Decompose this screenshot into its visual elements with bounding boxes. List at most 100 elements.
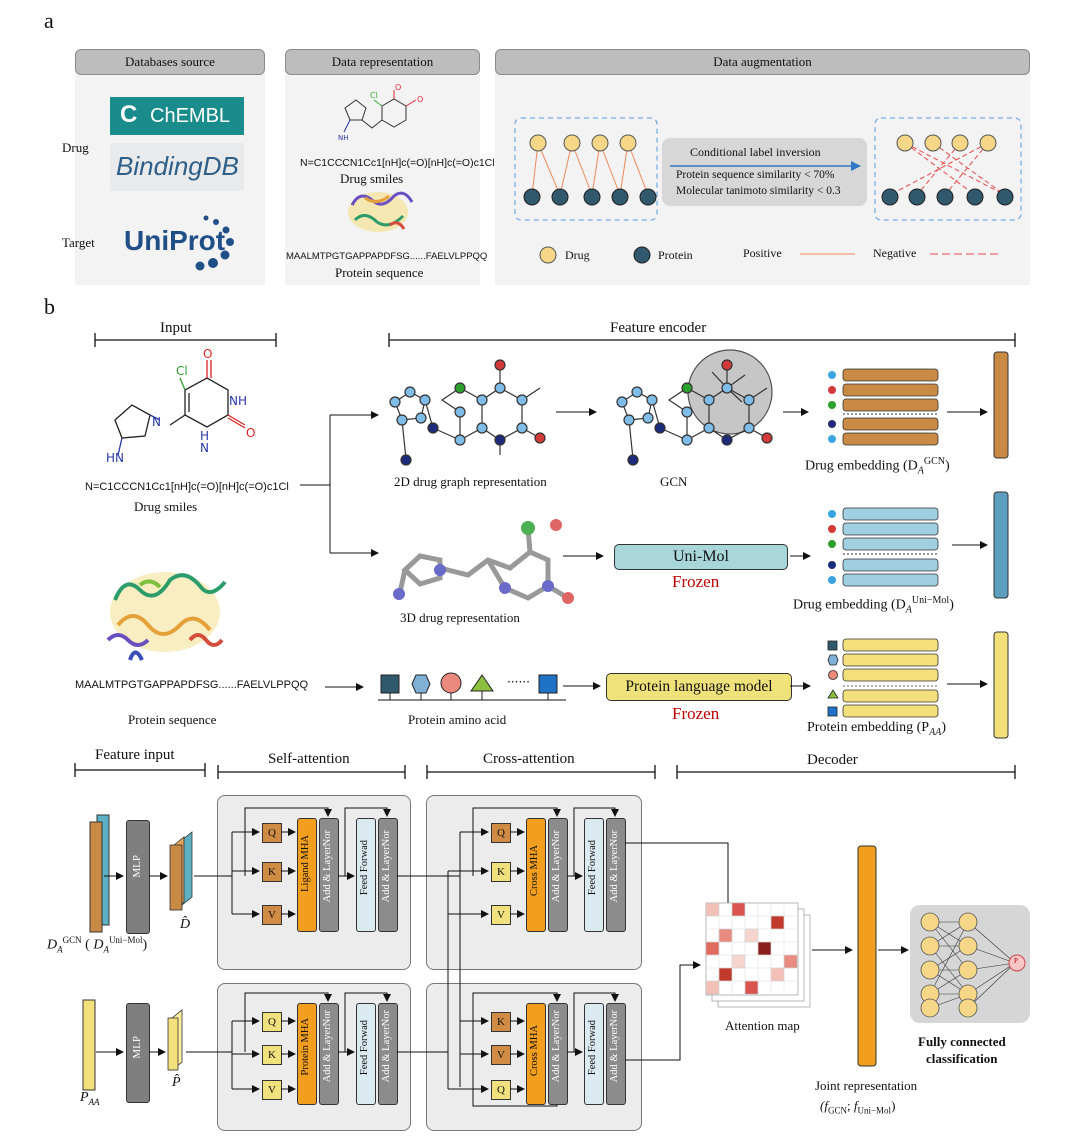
drug-embedding-gcn-sup: GCN [923,456,945,467]
legend-protein: Protein [658,248,693,262]
uniprot-logo: UniProt [124,225,226,256]
output-node [1008,954,1026,972]
inversion-line2: Molecular tanimoto similarity < 0.3 [676,185,841,197]
svg-text:O: O [246,426,255,440]
label-inversion-box: Conditional label inversion Protein sequ… [662,138,867,206]
v-box-cross-drug-text: V [497,909,505,921]
original-pairs-box [514,117,658,221]
k-box-cross-protein-text: K [497,1016,505,1028]
protein-structure-small-icon [348,191,414,232]
feature-input-label: Feature input [95,747,175,763]
protein-seq-b: MAALMTPGTGAPPAPDFSG......FAELVLPPQQ [75,679,309,691]
output-node-label: P [1014,957,1018,965]
protein-embedding-text: Protein embedding (P [807,720,930,735]
svg-text:N: N [152,415,161,429]
drug-embedding-unimol-text: Drug embedding (D [793,597,906,613]
v-box-protein: V [262,1080,282,1100]
svg-text:NH: NH [229,394,247,408]
drug-nodes-left [529,134,637,152]
legend-positive: Positive [743,246,782,260]
protein-structure-large-icon [106,572,227,661]
svg-text:H: H [200,429,209,443]
smiles-string-b: N=C1CCCN1Cc1[nH]c(=O)[nH]c(=O)c1Cl [85,481,289,493]
v-box-protein-text: V [268,1084,276,1096]
feature-encoder-label: Feature encoder [610,320,707,336]
v-box-ligand: V [262,905,282,925]
add-norm-ligand-2 [378,818,398,932]
add-norm-cross-protein-1 [548,1003,568,1105]
add-norm-cross-drug-2 [606,818,626,932]
protein-embedding-icons [827,640,938,717]
drug-input-vector [89,821,103,933]
v-box-cross-protein-text: V [497,1049,505,1061]
q-box-ligand: Q [262,823,282,843]
q-box-protein: Q [262,1012,282,1032]
k-box-cross-drug-text: K [497,866,505,878]
inversion-title: Conditional label inversion [690,145,821,159]
protein-mha [297,1003,317,1105]
k-box-cross-protein: K [491,1012,511,1032]
paa-label-sub: AA [88,1096,100,1107]
ligand-mha [297,818,317,932]
chembl-logo-text: ChEMBL [150,105,231,127]
panel-b-label: b [44,294,55,319]
plm-text: Protein language model [625,678,773,695]
add-norm-protein-2 [378,1003,398,1105]
chembl-logo-icon: C [120,101,138,128]
dhat-block [169,831,193,911]
smiles-string-a: N=C1CCCN1Cc1[nH]c(=O)[nH]c(=O)c1Cl [300,157,495,169]
cross-mha-protein [526,1003,546,1105]
target-label: Target [62,235,95,250]
unimol-embedding-dots [828,510,938,584]
legend-negative: Negative [873,246,917,260]
frozen-label-1: Frozen [672,572,720,591]
svg-text:Cl: Cl [176,364,188,378]
da-label: DAGCN ( DAUni−Mol) [47,935,148,955]
svg-text:HN: HN [106,451,124,465]
protein-nodes-left [523,188,657,206]
unimol-embedding-vector [993,491,1009,599]
joint-rep-label: Joint representation [815,1078,918,1093]
protein-input-vector [82,999,96,1091]
gcn-graph-icon [616,349,773,466]
q-box-cross-protein: Q [491,1080,511,1100]
v-box-ligand-text: V [268,909,276,921]
amino-acid-label: Protein amino acid [408,712,507,727]
paa-label: PAA [80,1090,100,1107]
k-box-ligand: K [262,862,282,882]
svg-text:N: N [200,441,209,455]
input-label: Input [160,320,192,336]
k-box-cross-drug: K [491,862,511,882]
representation-header: Data representation [285,49,480,75]
svg-text:Cl: Cl [370,91,378,100]
drug-nodes-right [896,134,997,152]
legend-protein-icon [633,246,651,264]
augmentation-header: Data augmentation [495,49,1030,75]
cross-attention-label: Cross-attention [483,751,575,767]
frozen-label-2: Frozen [672,704,720,723]
paa-label-text: P [80,1090,89,1105]
protein-seq-label-a: Protein sequence [335,265,424,280]
amino-acid-shapes: ······ [378,672,566,701]
drug-embedding-unimol: Drug embedding (DAUni−Mol) [793,595,954,616]
q-box-ligand-text: Q [268,827,276,839]
attention-map-grid [706,903,798,995]
drug-graph-2d-icon [389,359,546,466]
feed-forward-ligand [356,818,376,932]
drug-smiles-label-b: Drug smiles [134,499,198,514]
protein-nodes-right [881,188,1014,206]
inversion-line1: Protein sequence similarity < 70% [676,169,835,181]
fc-label-2: classification [926,1051,998,1066]
negative-edges [889,142,1006,196]
svg-text:O: O [417,95,423,104]
chembl-logo: C ChEMBL [110,97,244,135]
drug-molecule-large-icon [114,360,246,456]
fc-network-nodes [920,912,978,1018]
drug-molecule-3d-icon [393,519,574,604]
protein-embedding-bars [842,638,939,718]
mlp-drug [126,820,150,934]
k-box-protein: K [262,1045,282,1065]
phat-label: P̂ [172,1075,181,1090]
dhat-label: D̂ [180,917,191,932]
